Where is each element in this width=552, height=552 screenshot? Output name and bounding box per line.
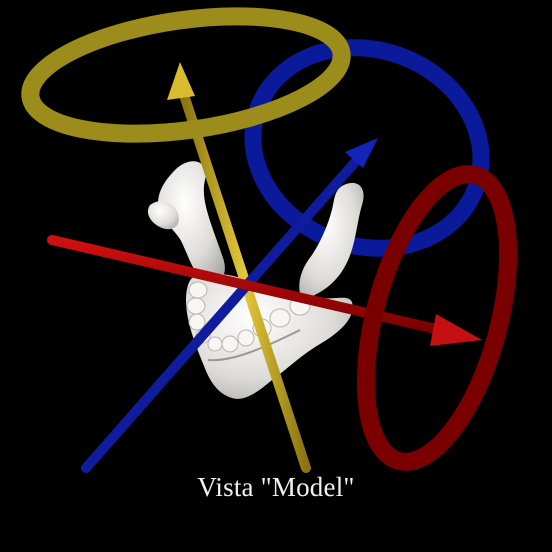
viewport-caption: Vista "Model" — [0, 472, 552, 503]
